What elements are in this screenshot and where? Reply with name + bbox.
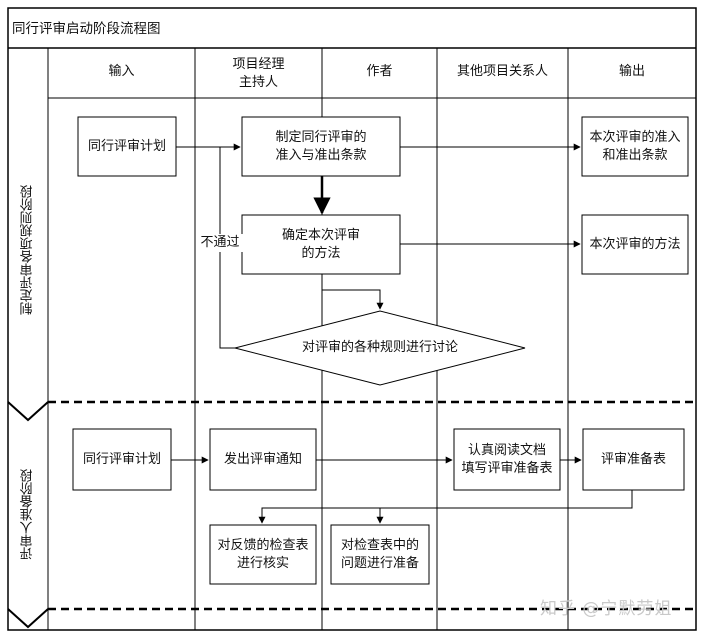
define-criteria-box bbox=[241, 116, 401, 177]
output-criteria-text: 本次评审的准入 和准出条款 bbox=[589, 129, 681, 163]
column-header-input: 输入 bbox=[108, 64, 135, 79]
watermark: 知乎 @宁默劳姐 bbox=[540, 599, 673, 619]
verify-checklist-text: 对反馈的检查表 进行核实 bbox=[217, 537, 309, 571]
column-header-author: 作者 bbox=[366, 64, 393, 79]
determine-method-text: 确定本次评审 的方法 bbox=[281, 227, 360, 261]
fail-loop-line bbox=[219, 147, 235, 349]
p2-input-box bbox=[72, 428, 172, 491]
p2-input-text: 同行评审计划 bbox=[82, 451, 161, 467]
column-header-stakeholders: 其他项目关系人 bbox=[456, 64, 548, 79]
phase-label-rules: 制定评审各项规则阶段 bbox=[20, 185, 36, 315]
arrow-method-to-discuss bbox=[321, 274, 384, 310]
phase-chevron-1 bbox=[7, 401, 49, 422]
fail-label: 不通过 bbox=[196, 234, 244, 252]
define-criteria-text: 制定同行评审的 准入与准出条款 bbox=[275, 129, 367, 163]
discuss-rules-text: 对评审的各种规则进行讨论 bbox=[301, 340, 458, 355]
discuss-rules-diamond bbox=[234, 310, 526, 386]
output-method-text: 本次评审的方法 bbox=[589, 236, 681, 252]
p1-input-text: 同行评审计划 bbox=[87, 138, 166, 154]
p1-input-box bbox=[77, 116, 177, 177]
arrow-form-to-verify bbox=[258, 490, 633, 524]
output-method-box bbox=[581, 214, 689, 275]
phase-chevron-2 bbox=[7, 608, 49, 629]
send-notice-text: 发出评审通知 bbox=[223, 451, 302, 467]
send-notice-box bbox=[209, 428, 317, 491]
phase-label-preparation: 评审人准备阶段 bbox=[20, 469, 36, 561]
prepare-issues-box bbox=[330, 524, 430, 585]
column-header-manager: 项目经理 主持人 bbox=[232, 57, 285, 90]
output-form-box bbox=[582, 428, 685, 491]
diagram-title: 同行评审启动阶段流程图 bbox=[12, 21, 161, 37]
output-form-text: 评审准备表 bbox=[600, 451, 666, 467]
determine-method-box bbox=[241, 214, 401, 275]
verify-checklist-box bbox=[209, 524, 317, 585]
output-criteria-box bbox=[581, 116, 689, 177]
read-docs-text: 认真阅读文档 填写评审准备表 bbox=[461, 442, 553, 476]
column-header-output: 输出 bbox=[618, 64, 645, 79]
prepare-issues-text: 对检查表中的 问题进行准备 bbox=[340, 537, 419, 571]
read-docs-box bbox=[453, 428, 561, 491]
outer-frame bbox=[7, 7, 697, 631]
